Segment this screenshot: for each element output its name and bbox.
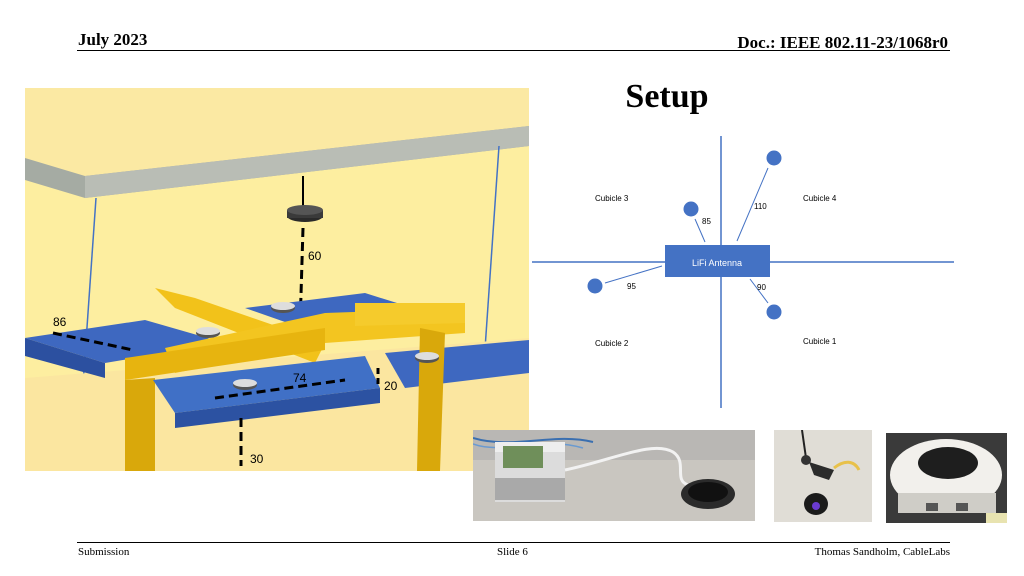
distance-label-95: 95 <box>627 282 636 291</box>
receiver-cubicle-1 <box>766 304 782 320</box>
dim-label-74: 74 <box>293 371 307 385</box>
footer-slide-number: Slide 6 <box>497 546 528 558</box>
header-rule <box>77 50 950 51</box>
slide-title: Setup <box>625 78 709 115</box>
distance-label-85: 85 <box>702 217 711 226</box>
receiver-cubicle-3 <box>683 201 699 217</box>
lifi-antenna-box <box>665 245 770 277</box>
hardware-photo <box>473 430 755 521</box>
dim-label-30: 30 <box>250 452 264 466</box>
distance-label-110: 110 <box>754 202 767 211</box>
header-doc-id: Doc.: IEEE 802.11-23/1068r0 <box>737 33 948 52</box>
dim-label-60: 60 <box>308 249 322 263</box>
cubicle-diagram: LiFi Antenna Cubicle 3 Cubicle 4 Cubicle… <box>530 136 956 411</box>
receiver-device-photo <box>886 433 1007 523</box>
cubicle-3-label: Cubicle 3 <box>595 194 629 203</box>
cubicle-3d-render: 60 86 74 20 30 <box>25 88 529 471</box>
footer-submission: Submission <box>78 546 130 558</box>
lifi-antenna-label: LiFi Antenna <box>692 258 742 268</box>
footer-rule <box>77 542 950 543</box>
header-date: July 2023 <box>78 30 148 49</box>
footer-author: Thomas Sandholm, CableLabs <box>814 546 950 558</box>
receiver-cubicle-2 <box>587 278 603 294</box>
cubicle-2-label: Cubicle 2 <box>595 339 629 348</box>
receiver-cubicle-4 <box>766 150 782 166</box>
dim-label-86: 86 <box>53 315 67 329</box>
distance-label-90: 90 <box>757 283 766 292</box>
cubicle-1-label: Cubicle 1 <box>803 337 837 346</box>
ceiling-antenna-photo <box>774 430 872 522</box>
dim-label-20: 20 <box>384 379 398 393</box>
cubicle-4-label: Cubicle 4 <box>803 194 837 203</box>
